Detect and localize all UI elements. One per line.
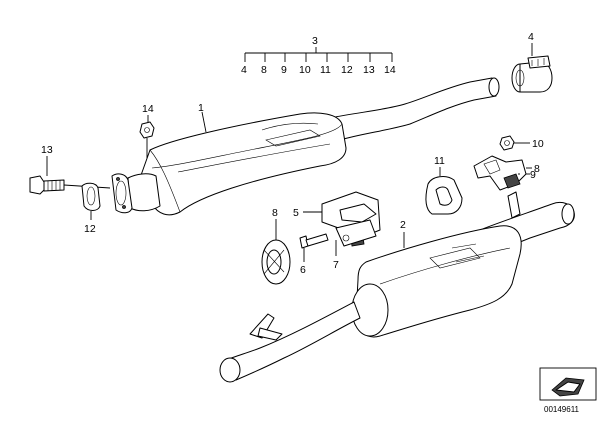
gasket-part-12: 12 [81, 182, 101, 235]
kit-bracket: 3 [244, 35, 393, 62]
kit-item: 9 [281, 64, 287, 76]
kit-item: 4 [241, 64, 247, 76]
label-4-top: 4 [528, 31, 534, 43]
label-7: 7 [333, 259, 339, 271]
label-10: 10 [532, 138, 544, 150]
kit-item-labels: 4 8 9 10 11 12 13 14 [241, 64, 396, 76]
hanger-part-11: 11 [425, 155, 463, 215]
front-muffler-part-1: 1 [111, 77, 500, 216]
rear-muffler-part-2: 2 [219, 191, 575, 383]
label-6: 6 [300, 264, 306, 276]
label-2: 2 [400, 219, 406, 231]
label-12: 12 [84, 223, 96, 235]
damper-part-8: 8 [261, 207, 291, 285]
label-13: 13 [41, 144, 53, 156]
kit-item: 13 [363, 64, 375, 76]
label-11: 11 [434, 155, 445, 167]
reference-icon-box: 00149611 [539, 367, 597, 414]
label-1: 1 [198, 102, 204, 114]
bracket-part-9: 9 [473, 155, 536, 191]
label-8-ring: 8 [272, 207, 278, 219]
kit-item: 12 [341, 64, 353, 76]
clamp-part-4: 4 [511, 31, 553, 93]
nut-part-10: 10 [499, 135, 544, 151]
label-5: 5 [293, 207, 299, 219]
part-7-marker: 7 [333, 240, 339, 271]
label-14: 14 [142, 103, 154, 115]
kit-item: 14 [384, 64, 396, 76]
hanger-bracket-part-5: 5 [293, 191, 381, 247]
kit-item: 8 [261, 64, 267, 76]
kit-item: 11 [320, 64, 331, 76]
kit-item: 10 [299, 64, 311, 76]
bolt-part-13: 13 [29, 144, 111, 195]
nut-part-14: 14 [139, 103, 155, 158]
screw-part-6: 6 [299, 233, 329, 276]
label-3: 3 [312, 35, 318, 47]
reference-number: 00149611 [544, 405, 580, 414]
label-9: 9 [530, 169, 536, 181]
